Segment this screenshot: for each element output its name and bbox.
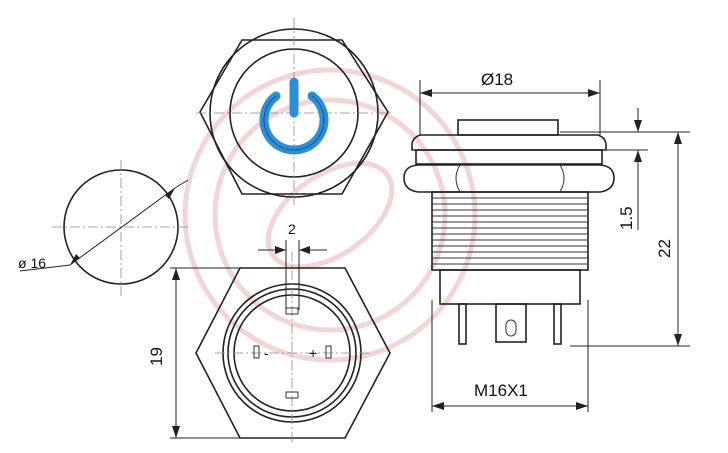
hole-diameter-label: ø 16 <box>18 255 46 271</box>
panel-hole-view: ø 16 <box>18 160 190 296</box>
top-view <box>196 18 392 205</box>
thread-lines <box>432 197 588 265</box>
positive-terminal-mark: + <box>309 345 317 361</box>
height-across-flats-label: 19 <box>147 347 166 366</box>
terminal-gap-label: 2 <box>288 221 296 237</box>
total-height-label: 22 <box>655 239 674 258</box>
negative-terminal-mark: - <box>264 345 269 361</box>
thread-label: M16X1 <box>474 381 528 400</box>
side-view: Ø18 22 1.5 M16X1 <box>403 70 690 412</box>
bottom-view: - + 2 19 <box>147 221 391 445</box>
watermark <box>182 67 478 363</box>
top-diameter-label: Ø18 <box>481 70 513 89</box>
power-symbol-icon <box>259 77 329 155</box>
ring-height-label: 1.5 <box>617 206 636 230</box>
